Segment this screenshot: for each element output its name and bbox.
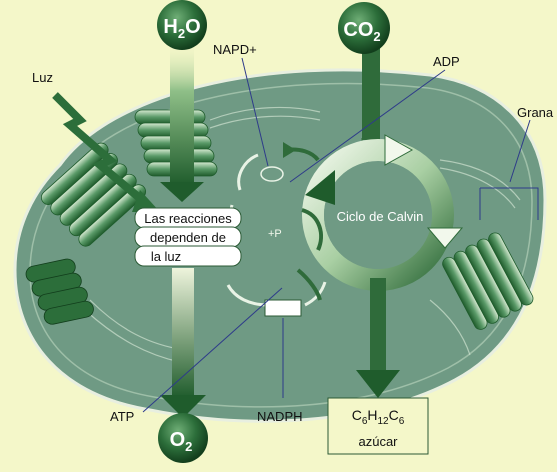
nadph-box: [264, 299, 302, 317]
phosphate-label: +P: [268, 228, 282, 240]
pointer-lines: [142, 57, 539, 413]
grana-stack-3: [25, 258, 94, 325]
co2-input-ball: CO2: [338, 2, 390, 54]
sugar-output-arrowhead: [356, 370, 400, 398]
calvin-arrowhead-right: [426, 227, 464, 249]
oxygen-base: O: [170, 429, 186, 451]
oxygen-sub: 2: [185, 439, 192, 454]
co2-base: CO: [343, 19, 373, 41]
water-base: H: [163, 16, 177, 38]
grana-stack-right: [442, 232, 534, 330]
adp-arrowhead: [283, 142, 296, 158]
napd-oval: [260, 166, 284, 182]
co2-sub: 2: [373, 29, 380, 44]
calvin-cycle-center: [324, 161, 432, 269]
calvin-arrowhead-left: [305, 170, 335, 205]
water-input-ball: H2O: [157, 0, 207, 50]
nadph-label: NADPH: [257, 409, 303, 424]
sugar-formula: C6H12C6: [352, 407, 405, 427]
water-tail: O: [185, 16, 201, 38]
light-reactions-line-3: la luz: [151, 249, 181, 264]
water-input-arrowhead: [160, 182, 204, 202]
napd-label: NAPD+: [213, 42, 257, 57]
adp-label: ADP: [433, 54, 460, 69]
co2-input-arrow-shaft: [362, 40, 380, 140]
sugar-formula-subscript: 6: [399, 416, 405, 427]
water-sub: 2: [178, 26, 185, 41]
svg-text:H2O: H2O: [163, 16, 200, 41]
sugar-formula-subscript: 6: [362, 416, 368, 427]
svg-text:O2: O2: [170, 429, 193, 454]
sugar-output-shaft: [370, 278, 386, 372]
oxygen-output-arrowhead: [160, 395, 206, 418]
light-reactions-line-2: dependen de: [150, 230, 226, 245]
sugar-formula-element: C: [389, 407, 399, 423]
sugar-box: C6H12C6 azúcar: [327, 397, 429, 455]
sugar-formula-element: C: [352, 407, 362, 423]
atp-label: ATP: [110, 409, 134, 424]
light-reactions-box: Las reacciones dependen de la luz: [134, 207, 242, 267]
light-bolt-head: [132, 190, 160, 212]
light-bolt: [52, 92, 151, 209]
calvin-cycle-label: Ciclo de Calvin: [337, 209, 424, 224]
sugar-formula-subscript: 12: [378, 416, 390, 427]
oxygen-output-ball: O2: [158, 413, 208, 463]
light-label: Luz: [32, 70, 53, 85]
grana-label: Grana: [517, 105, 554, 120]
light-reactions-line-1: Las reacciones: [144, 211, 232, 226]
oxygen-output-arrow-shaft: [172, 268, 194, 398]
sugar-formula-element: H: [367, 407, 377, 423]
svg-text:CO2: CO2: [343, 19, 380, 44]
sugar-name: azúcar: [358, 434, 398, 449]
water-input-arrow-shaft: [170, 40, 194, 185]
calvin-arrowhead-top: [384, 134, 414, 166]
